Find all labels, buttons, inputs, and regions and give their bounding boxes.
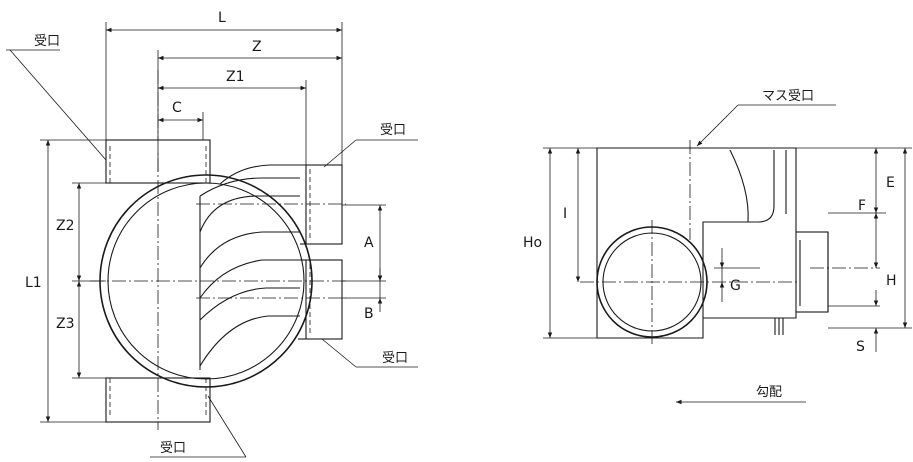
upper-branch-socket xyxy=(305,164,343,245)
label-Z1: Z1 xyxy=(226,69,245,85)
callout-basin-socket: マス受口 xyxy=(762,89,814,104)
callout-socket-right-lower: 受口 xyxy=(382,351,408,366)
label-G: G xyxy=(730,278,741,294)
side-view: Ho I G E F H S マス受口 勾配 xyxy=(523,89,912,405)
label-E: E xyxy=(886,175,895,191)
callout-slope: 勾配 xyxy=(756,385,782,400)
plan-view: L Z Z1 C L1 Z2 Z3 A B xyxy=(6,10,418,458)
label-F: F xyxy=(858,198,866,214)
label-C: C xyxy=(172,100,182,116)
label-Z: Z xyxy=(252,39,262,55)
label-L: L xyxy=(218,10,226,26)
label-Z3: Z3 xyxy=(56,316,75,332)
label-S: S xyxy=(856,339,865,355)
outlet-socket xyxy=(795,231,829,313)
callout-socket-top-left: 受口 xyxy=(34,34,60,49)
basin-body xyxy=(596,147,829,339)
callout-socket-right-upper: 受口 xyxy=(380,123,406,138)
lower-branch-socket xyxy=(305,259,343,340)
label-Ho: Ho xyxy=(523,235,542,251)
label-I: I xyxy=(563,206,567,222)
callout-socket-bottom: 受口 xyxy=(160,441,186,456)
label-H: H xyxy=(886,273,897,289)
label-A: A xyxy=(364,235,374,251)
label-L1: L1 xyxy=(25,275,42,291)
label-Z2: Z2 xyxy=(56,218,75,234)
label-B: B xyxy=(364,306,374,322)
